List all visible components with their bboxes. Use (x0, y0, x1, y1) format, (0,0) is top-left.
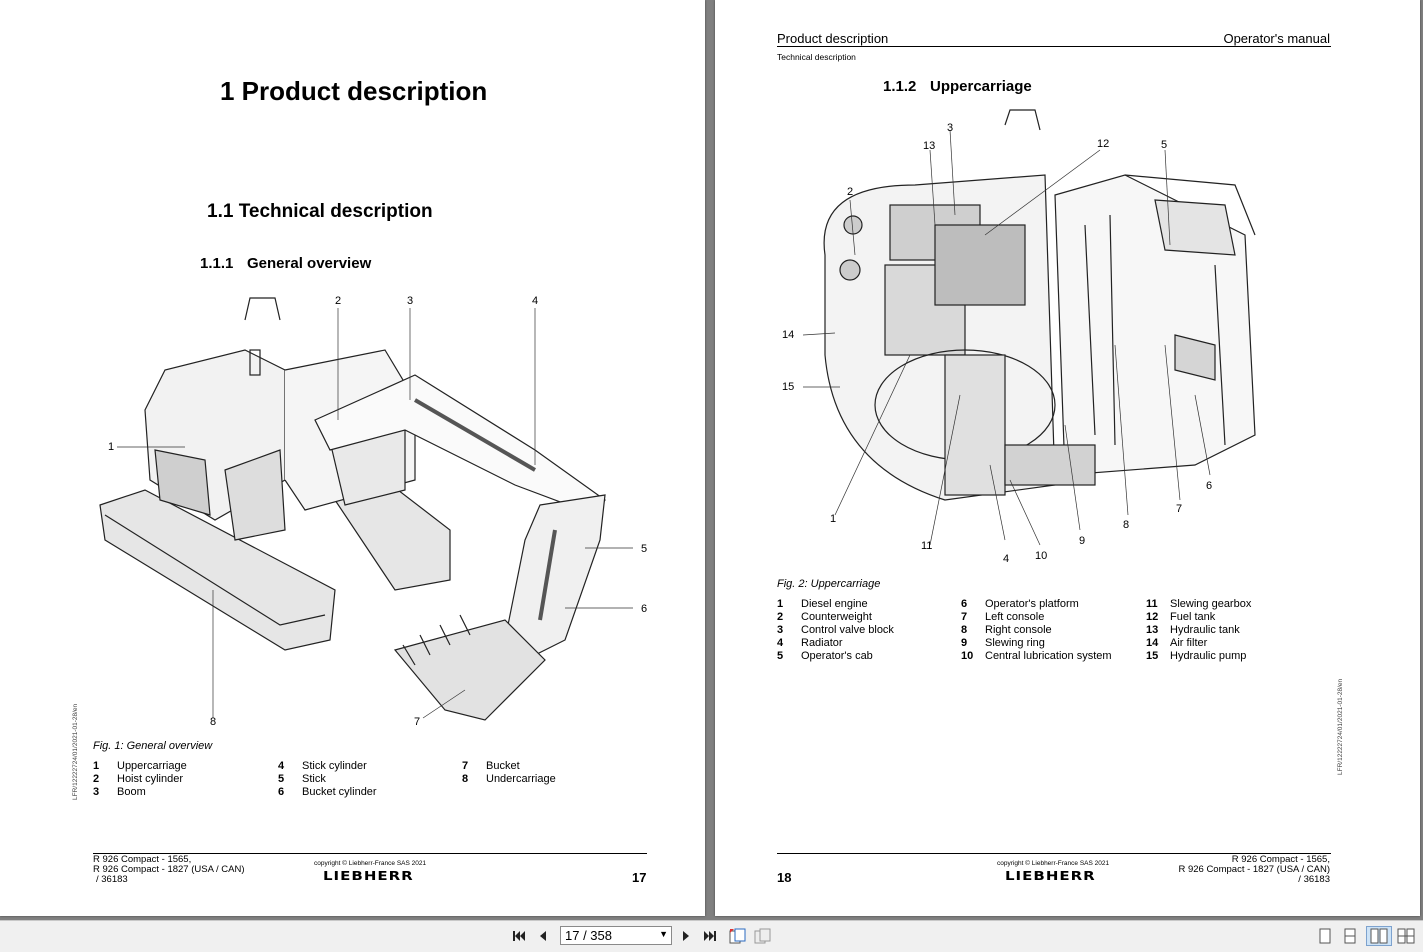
footer-model-line-1: R 926 Compact - 1565, (93, 854, 192, 865)
document-code: LFR/12222724/01/2021-01-28/en (72, 703, 79, 800)
callout-12: 12 (1097, 138, 1110, 150)
footer-model-line-2: R 926 Compact - 1827 (USA / CAN) (93, 864, 245, 875)
subsection-title: Uppercarriage (930, 78, 1032, 95)
callout-7: 7 (414, 716, 421, 728)
callout-15: 15 (782, 381, 795, 393)
callout-14: 14 (782, 329, 795, 341)
previous-page-icon[interactable] (533, 926, 553, 946)
uppercarriage-illustration (802, 109, 1256, 546)
callout-10: 10 (1035, 550, 1048, 562)
header-rule (777, 46, 1331, 47)
running-header-right: Operator's manual (1223, 31, 1330, 46)
document-page-18: Product description Operator's manual Te… (715, 0, 1420, 916)
callout-7: 7 (1176, 503, 1183, 515)
callout-6: 6 (1206, 480, 1213, 492)
callout-1: 1 (830, 513, 837, 525)
page-number: 18 (777, 870, 792, 885)
callout-5: 5 (1161, 139, 1168, 151)
callout-11: 11 (921, 540, 933, 552)
first-page-icon[interactable] (509, 926, 529, 946)
footer-rule (93, 853, 647, 854)
callout-13: 13 (923, 140, 936, 152)
footer-model-line-1: R 926 Compact - 1565, (1231, 854, 1330, 865)
continuous-view-icon[interactable] (728, 926, 748, 946)
page-indicator: 17 / 358 (565, 928, 612, 943)
footer-rule (777, 853, 1331, 854)
single-page-icon[interactable] (753, 926, 773, 946)
callout-2: 2 (335, 295, 342, 307)
figure-caption: Fig. 2: Uppercarriage (777, 578, 881, 590)
two-page-view-icon[interactable] (1366, 926, 1392, 946)
callout-4: 4 (532, 295, 539, 307)
chapter-title: 1 Product description (220, 76, 488, 106)
liebherr-logo: LIEBHERR (1005, 868, 1096, 884)
footer-model-line-3: / 36183 (1298, 874, 1330, 885)
callout-8: 8 (1123, 519, 1130, 531)
callout-5: 5 (641, 543, 648, 555)
callout-4: 4 (1003, 553, 1010, 565)
footer-model-line-2: R 926 Compact - 1827 (USA / CAN) (1178, 864, 1330, 875)
liebherr-logo: LIEBHERR (323, 868, 414, 884)
document-page-17: 1 Product description 1.1 Technical desc… (0, 0, 705, 916)
callout-9: 9 (1079, 535, 1086, 547)
running-header-left: Product description (777, 31, 889, 46)
excavator-illustration (99, 297, 633, 721)
section-title: 1.1 Technical description (207, 201, 433, 222)
last-page-icon[interactable] (700, 926, 720, 946)
subsection-number: 1.1.2 (883, 78, 917, 95)
copyright-notice: copyright © Liebherr-France SAS 2021 (314, 860, 427, 867)
subsection-number: 1.1.1 (200, 255, 234, 272)
page-number-input[interactable]: 17 / 358 ▼ (560, 926, 672, 945)
page-layout-single-icon[interactable] (1315, 926, 1335, 946)
callout-8: 8 (210, 716, 217, 728)
document-code: LFR/12222724/01/2021-01-28/en (1337, 678, 1344, 775)
footer-model-line-3: / 36183 (96, 874, 128, 885)
viewer-toolbar: 17 / 358 ▼ (0, 920, 1423, 952)
next-page-icon[interactable] (676, 926, 696, 946)
callout-3: 3 (407, 295, 414, 307)
callout-1: 1 (108, 441, 115, 453)
chevron-down-icon[interactable]: ▼ (659, 929, 668, 939)
two-page-continuous-icon[interactable] (1396, 926, 1416, 946)
page-number: 17 (632, 870, 647, 885)
copyright-notice: copyright © Liebherr-France SAS 2021 (997, 860, 1110, 867)
running-subheader: Technical description (777, 52, 856, 62)
figure-caption: Fig. 1: General overview (93, 740, 213, 752)
subsection-title: General overview (247, 255, 372, 272)
page-layout-continuous-icon[interactable] (1340, 926, 1360, 946)
callout-3: 3 (947, 122, 954, 134)
callout-2: 2 (847, 186, 854, 198)
callout-6: 6 (641, 603, 648, 615)
